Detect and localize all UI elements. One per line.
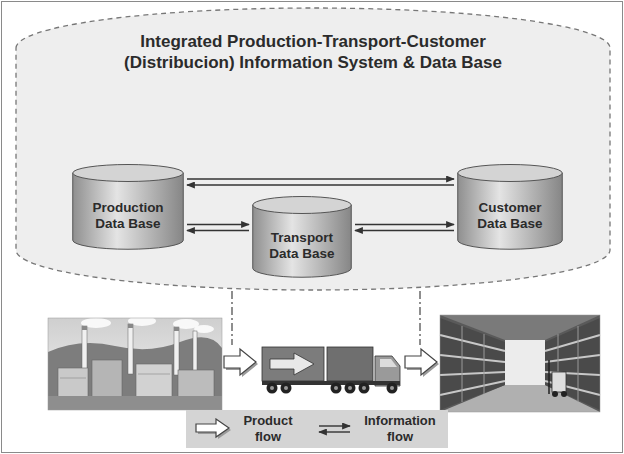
legend-box: Product flow Information flow <box>186 410 448 448</box>
power-plant-photo-part <box>138 374 170 375</box>
truck-photo-part <box>262 347 324 381</box>
truck-photo-part <box>327 347 373 381</box>
information-flow-line <box>187 184 454 185</box>
truck-photo-part <box>270 353 314 375</box>
database-cylinder: Customer Data Base <box>457 164 563 250</box>
product-flow-arrow-part <box>405 349 437 375</box>
information-flow-line <box>187 178 454 179</box>
truck-photo-part <box>270 386 274 390</box>
information-flow-line <box>355 230 454 231</box>
warehouse-photo-part <box>552 391 558 397</box>
warehouse-photo-part <box>561 391 567 397</box>
database-label: Customer Data Base <box>464 200 556 233</box>
product-flow-arrow <box>405 349 439 377</box>
warehouse-photo <box>440 315 600 412</box>
warehouse-photo-part <box>545 318 600 410</box>
truck-photo <box>262 347 400 394</box>
database-cylinder: Transport Data Base <box>252 196 352 278</box>
power-plant-photo-part <box>128 324 133 374</box>
information-flow-line <box>187 224 249 225</box>
warehouse-photo-part <box>552 372 566 392</box>
warehouse-photo-part <box>440 315 600 412</box>
cylinder-body <box>73 173 184 249</box>
information-flow-sample <box>316 418 354 440</box>
information-flow-line <box>355 224 454 225</box>
database-label: Transport Data Base <box>259 230 345 263</box>
dashed-cylinder-boundary <box>16 8 610 290</box>
truck-photo-part <box>334 386 338 390</box>
power-plant-photo-part <box>136 364 172 398</box>
warehouse-photo-part <box>484 334 485 394</box>
power-plant-photo-part <box>48 396 222 410</box>
power-plant-photo-part <box>92 360 122 398</box>
truck-photo-part <box>281 383 292 394</box>
warehouse-photo-part <box>440 381 505 395</box>
product-flow-arrow-part <box>224 349 256 375</box>
truck-photo-part <box>362 386 366 390</box>
power-plant-photo-part <box>48 318 222 410</box>
cylinder-top <box>458 165 563 182</box>
truck-photo-part <box>380 359 397 367</box>
warehouse-photo-part <box>578 326 579 402</box>
dash-dot-divider <box>232 291 420 345</box>
product-flow-sample <box>194 418 232 440</box>
information-flow-line <box>187 230 249 231</box>
warehouse-photo-part <box>440 335 505 351</box>
warehouse-photo-part <box>440 355 505 362</box>
truck-photo-part <box>284 386 288 390</box>
legend-entry: Information flow <box>186 410 448 448</box>
warehouse-photo-part <box>440 315 600 412</box>
cylinder-body <box>253 205 352 277</box>
truck-photo-part <box>267 383 278 394</box>
truck-photo-part <box>331 383 342 394</box>
cylinder-body <box>458 173 563 249</box>
truck-photo-part <box>345 383 356 394</box>
power-plant-photo-part <box>174 327 179 331</box>
truck-photo-part <box>387 383 398 394</box>
power-plant-photo-part <box>60 378 86 379</box>
power-plant-photo-part <box>174 327 179 375</box>
power-plant-photo-part <box>48 318 222 410</box>
product-flow-sample-arrow <box>196 419 229 437</box>
information-flow-sample-line <box>319 431 350 432</box>
dash-dot-divider-part <box>419 291 420 345</box>
truck-photo-part <box>390 386 394 390</box>
cylinder-top <box>73 165 184 182</box>
power-plant-photo <box>48 316 222 410</box>
information-flow-sample-line <box>319 425 350 426</box>
warehouse-photo-part <box>545 355 600 362</box>
legend-label: Product flow <box>236 413 300 445</box>
warehouse-photo-part <box>545 335 600 351</box>
power-plant-photo-part <box>193 331 197 375</box>
warehouse-photo-part <box>505 340 545 385</box>
power-plant-photo-part <box>58 368 88 398</box>
power-plant-photo-part <box>178 370 214 398</box>
warehouse-photo-part <box>440 318 505 410</box>
system-boundary: Integrated Production-Transport-Customer… <box>15 8 611 290</box>
warehouse-photo-part <box>548 360 550 394</box>
truck-photo-part <box>359 383 370 394</box>
power-plant-photo-part <box>128 324 133 328</box>
warehouse-photo-part <box>462 326 463 402</box>
product-flow-arrow <box>224 349 258 377</box>
power-plant-photo-part <box>82 326 87 330</box>
dash-dot-divider-part <box>231 291 232 345</box>
warehouse-photo-part <box>440 372 505 375</box>
legend-label: Information flow <box>358 413 442 445</box>
database-label: Production Data Base <box>79 200 177 233</box>
cylinder-top <box>253 197 352 214</box>
database-cylinder: Production Data Base <box>72 164 184 250</box>
truck-photo-part <box>348 386 352 390</box>
system-title: Integrated Production-Transport-Customer… <box>93 32 533 73</box>
